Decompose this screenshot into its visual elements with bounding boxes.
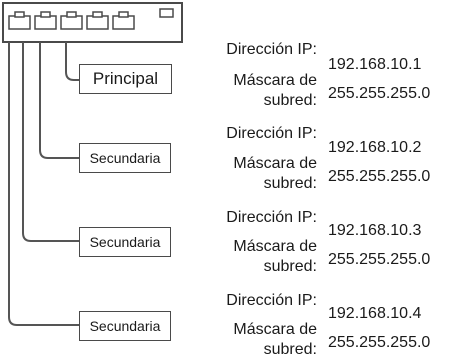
device-box-secundaria-1: Secundaria (79, 143, 171, 173)
mask-label-2-line2: subred: (263, 175, 317, 192)
mask-label-1-line2: subred: (263, 92, 317, 109)
ip-value-1: 192.168.10.1 (328, 56, 422, 73)
switch-port-3 (60, 15, 83, 30)
cable-to-principal (65, 42, 79, 81)
cable-to-secundaria-1 (39, 42, 79, 159)
network-switch-icon (2, 2, 183, 43)
switch-led (159, 8, 174, 18)
mask-label-3-line1: Máscara de (233, 238, 317, 255)
mask-value-4: 255.255.255.0 (328, 334, 431, 351)
cable-to-secundaria-3 (8, 42, 79, 326)
switch-port-3-tab (66, 11, 77, 18)
ip-label-4: Dirección IP: (226, 292, 317, 309)
mask-label-1-line1: Máscara de (233, 72, 317, 89)
ip-label-1: Dirección IP: (226, 41, 317, 58)
switch-port-4 (86, 15, 109, 30)
switch-port-2 (34, 15, 57, 30)
ip-label-3: Dirección IP: (226, 209, 317, 226)
mask-label-2-line1: Máscara de (233, 155, 317, 172)
device-box-secundaria-3: Secundaria (79, 311, 171, 341)
ip-value-4: 192.168.10.4 (328, 305, 422, 322)
device-box-principal: Principal (79, 64, 172, 94)
mask-value-1: 255.255.255.0 (328, 85, 431, 102)
ip-value-2: 192.168.10.2 (328, 139, 422, 156)
mask-label-3-line2: subred: (263, 258, 317, 275)
ip-label-2: Dirección IP: (226, 125, 317, 142)
switch-port-5-tab (118, 11, 129, 18)
device-box-secundaria-2: Secundaria (79, 227, 171, 257)
mask-label-4-line1: Máscara de (233, 321, 317, 338)
switch-port-5 (112, 15, 135, 30)
mask-label-4-line2: subred: (263, 341, 317, 358)
switch-port-1-tab (14, 11, 25, 18)
mask-value-3: 255.255.255.0 (328, 251, 431, 268)
switch-port-1 (8, 15, 31, 30)
switch-port-2-tab (40, 11, 51, 18)
switch-port-4-tab (92, 11, 103, 18)
ip-value-3: 192.168.10.3 (328, 222, 422, 239)
mask-value-2: 255.255.255.0 (328, 168, 431, 185)
cable-to-secundaria-2 (22, 42, 79, 242)
